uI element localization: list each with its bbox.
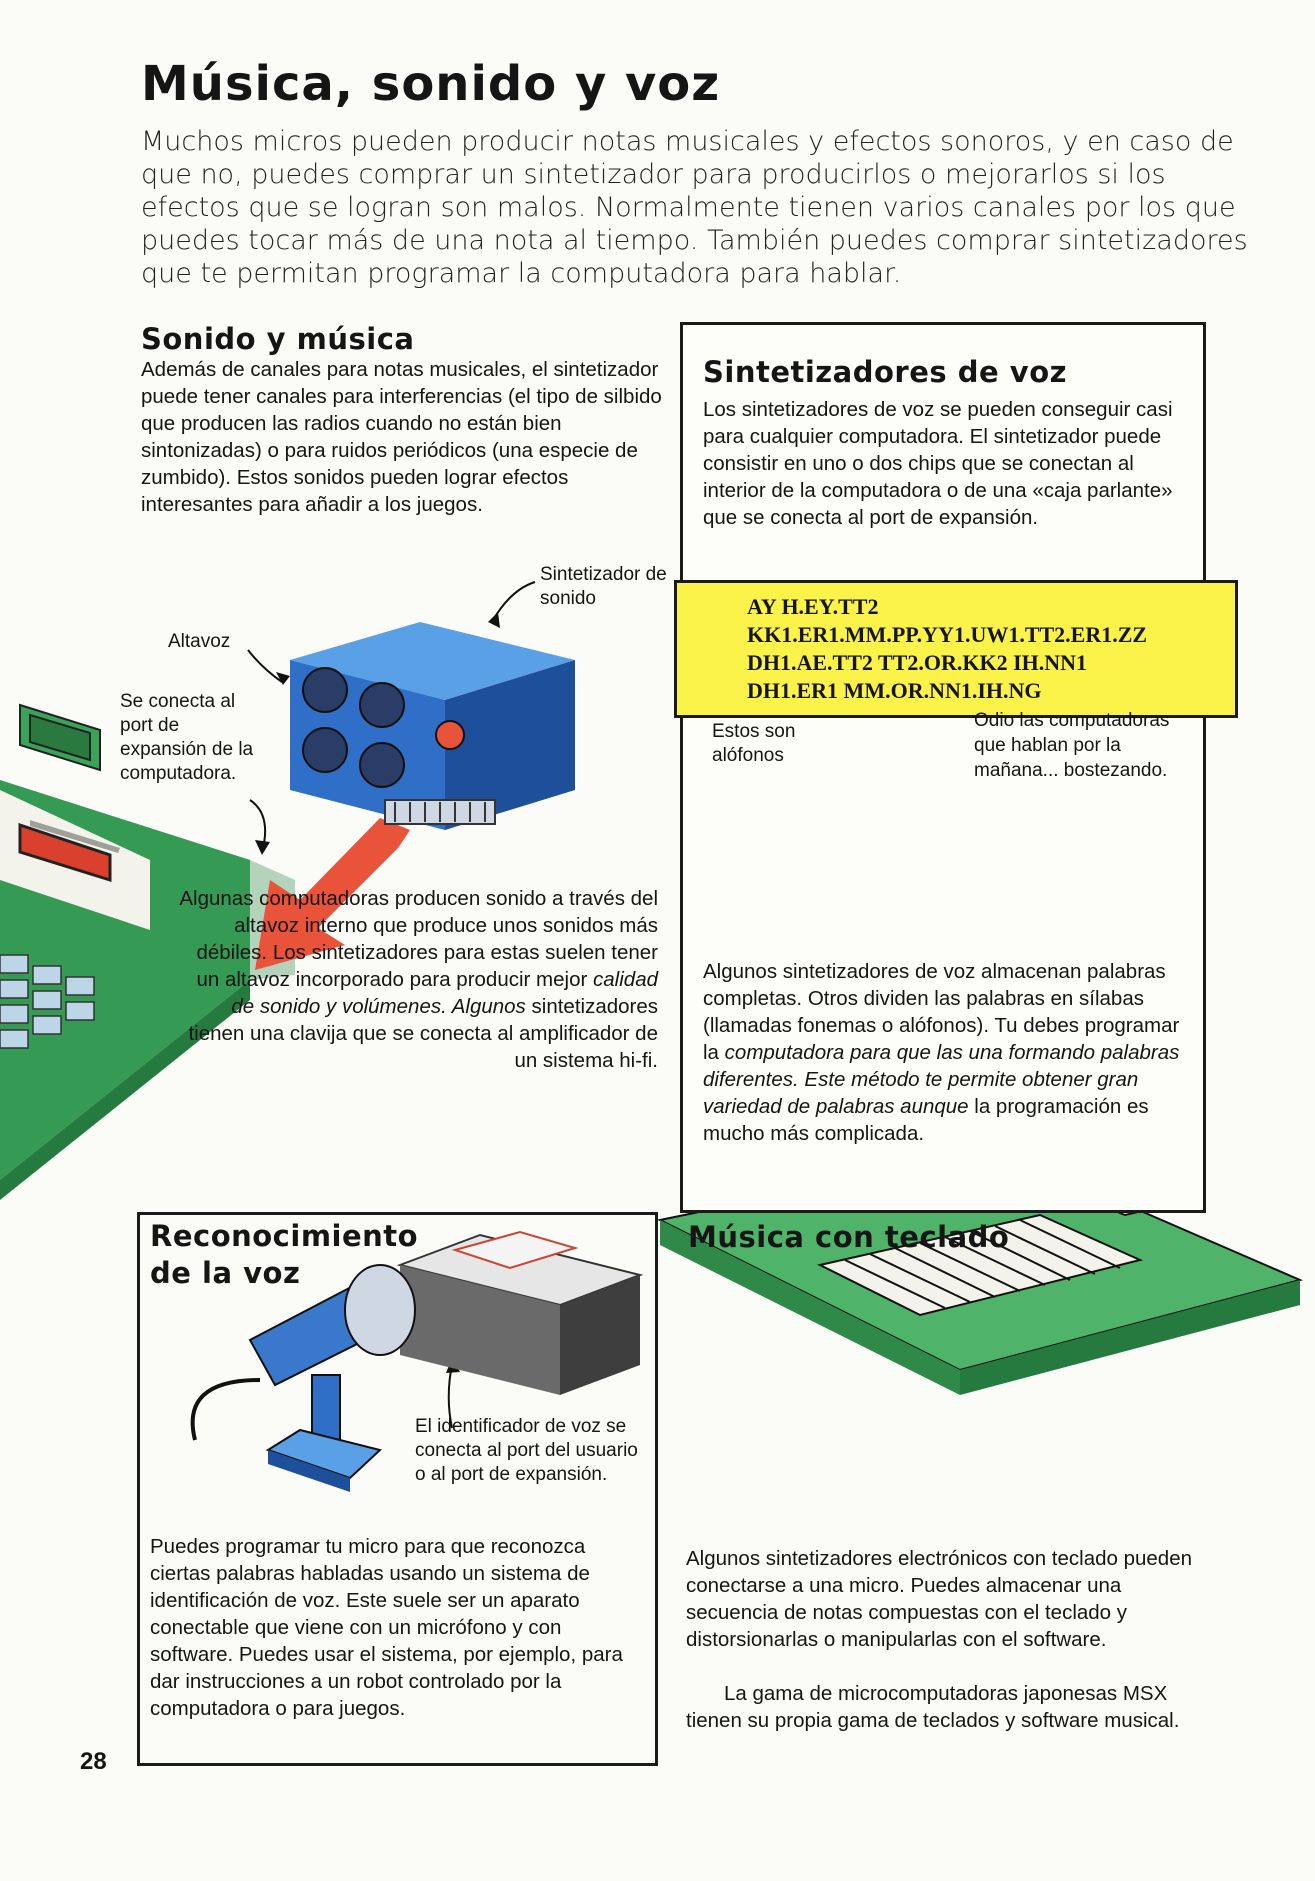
voice-synth-text: Los sintetizadores de voz se pueden cons… bbox=[703, 398, 1173, 529]
keyboard-text-2: La gama de microcomputadoras japonesas M… bbox=[686, 1682, 1180, 1732]
voice-synth-text-2-part2: la programación es mucho más complicada. bbox=[703, 1095, 1149, 1145]
voice-recognition-text: Puedes programar tu micro para que recon… bbox=[150, 1535, 623, 1720]
page-title: Música, sonido y voz bbox=[141, 56, 721, 112]
voice-synth-box bbox=[680, 322, 1206, 1213]
sound-synth-illustration bbox=[290, 622, 575, 830]
sound-side-text-italic: calidad de sonido y volúmenes. Algunos bbox=[231, 968, 658, 1018]
microphone-illustration bbox=[190, 1264, 416, 1492]
sound-side-text-part2: sintetizadores tienen una clavija que se… bbox=[188, 995, 658, 1072]
voice-identifier-illustration bbox=[396, 1230, 644, 1395]
voice-synth-text-2: Algunos sintetizadores de voz almacenan … bbox=[703, 958, 1193, 1147]
computer-illustration bbox=[0, 703, 295, 1200]
label-speaker: Altavoz bbox=[168, 631, 231, 652]
allophone-line-4: DH1.ER1 MM.OR.NN1.IH.NG bbox=[747, 678, 1042, 703]
voice-synth-text-2-italic: computadora para que las una formando pa… bbox=[703, 1041, 1180, 1118]
sound-heading: Sonido y música bbox=[141, 322, 415, 356]
keyboard-heading: Música con teclado bbox=[688, 1220, 1010, 1254]
voice-synth-text-2-part1: Algunos sintetizadores de voz almacenan … bbox=[703, 960, 1180, 1064]
label-port: Se conecta al port de expansión de la co… bbox=[120, 691, 254, 784]
voice-recognition-heading: Reconocimiento de la voz bbox=[150, 1219, 419, 1290]
intro-paragraph: Muchos micros pueden producir notas musi… bbox=[141, 126, 1248, 289]
connection-arrow bbox=[255, 818, 410, 970]
sound-side-text: Algunas computadoras producen sonido a t… bbox=[170, 885, 658, 1074]
voice-synth-heading: Sintetizadores de voz bbox=[703, 355, 1067, 389]
allophone-line-2: KK1.ER1.MM.PP.YY1.UW1.TT2.ER1.ZZ bbox=[747, 622, 1148, 647]
label-sound-synth: Sintetizador de sonido bbox=[540, 564, 667, 609]
speech-bubble-text: Odio las computadoras que hablan por la … bbox=[974, 710, 1170, 781]
allophone-panel: AY H.EY.TT2 KK1.ER1.MM.PP.YY1.UW1.TT2.ER… bbox=[674, 580, 1238, 718]
label-allophones: Estos son alófonos bbox=[712, 721, 796, 766]
allophone-line-1: AY H.EY.TT2 bbox=[747, 594, 879, 619]
label-voice-identifier: El identificador de voz se conecta al po… bbox=[415, 1416, 638, 1485]
keyboard-text-1: Algunos sintetizadores electrónicos con … bbox=[686, 1547, 1192, 1651]
sound-text: Además de canales para notas musicales, … bbox=[141, 358, 662, 516]
allophone-line-3: DH1.AE.TT2 TT2.OR.KK2 IH.NN1 bbox=[747, 650, 1088, 675]
voice-recognition-box bbox=[137, 1212, 658, 1766]
page-number: 28 bbox=[80, 1748, 107, 1775]
sound-side-text-part1: Algunas computadoras producen sonido a t… bbox=[179, 887, 658, 991]
